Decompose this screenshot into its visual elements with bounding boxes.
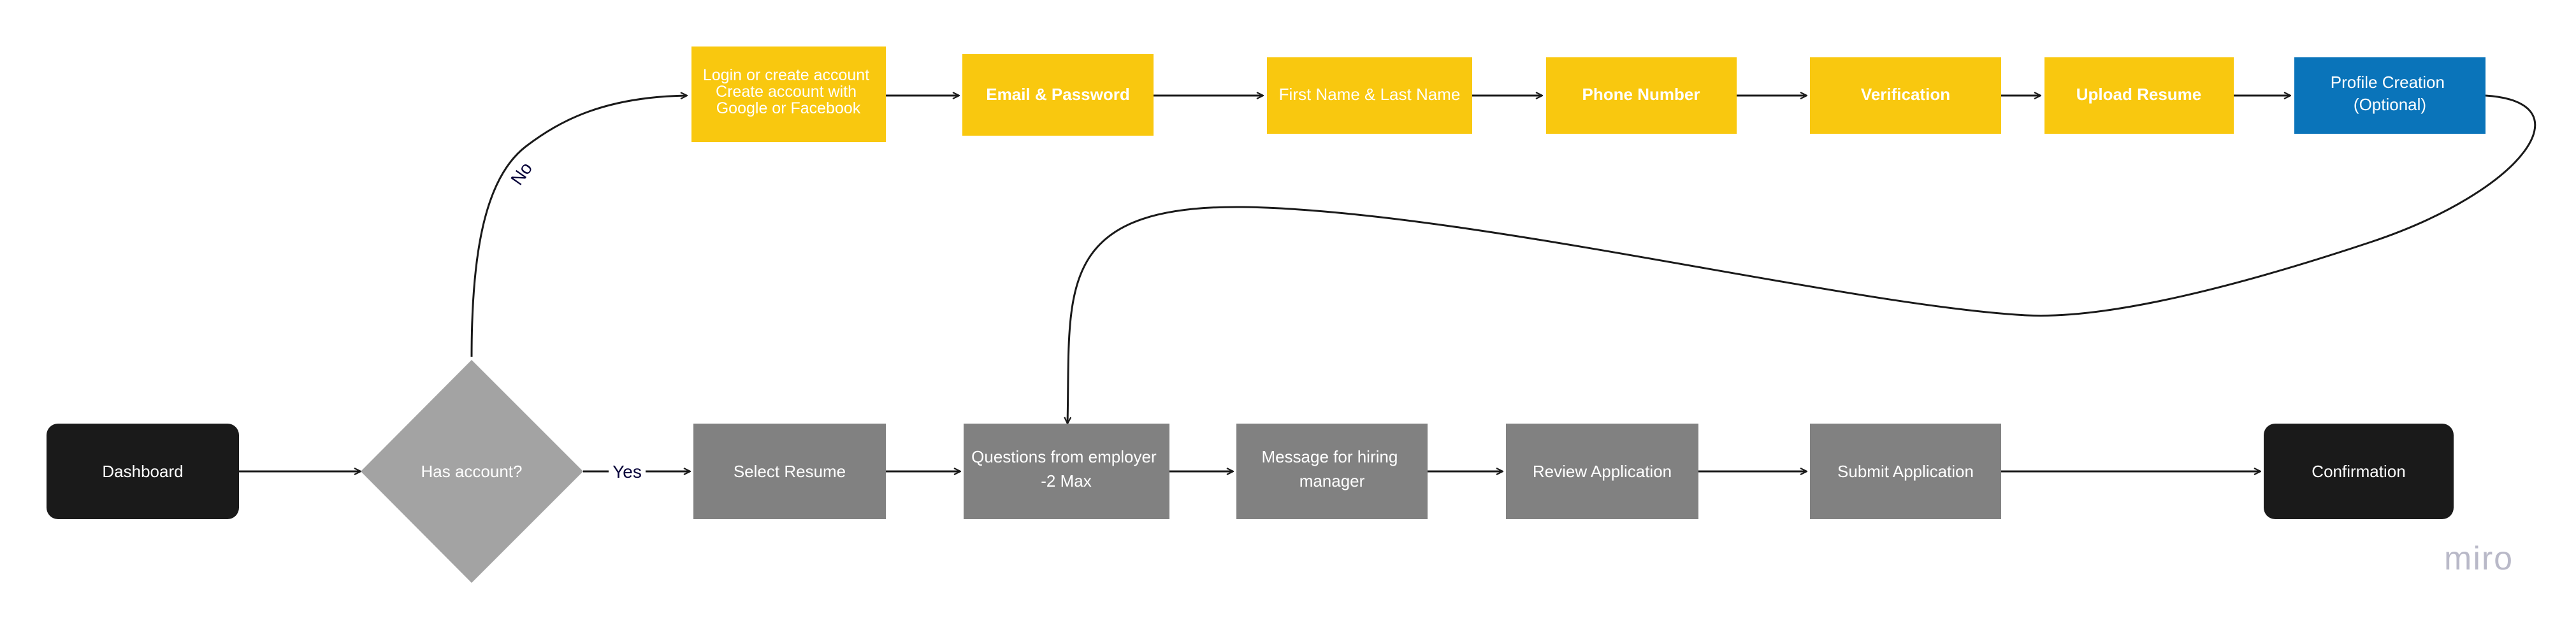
node-review-label: Review Application (1533, 462, 1672, 481)
node-has-account-label: Has account? (421, 462, 523, 481)
node-first-last-name-shape (1267, 57, 1472, 134)
edges (239, 94, 2536, 471)
node-select-resume-label: Select Resume (734, 462, 846, 481)
node-email-password-shape (962, 54, 1154, 136)
edge-profile-to-questions[interactable] (1067, 94, 2536, 424)
edge-label-no: No (507, 159, 536, 189)
node-submit-application[interactable]: Submit Application (1810, 424, 2001, 519)
node-verification-label: Verification (1861, 85, 1950, 104)
node-profile-creation-shape (2294, 57, 2486, 134)
node-dashboard-label: Dashboard (102, 462, 183, 481)
node-phone-number-shape (1546, 57, 1737, 134)
node-phone-number-label: Phone Number (1582, 85, 1700, 104)
node-upload-resume[interactable]: Upload Resume (2044, 57, 2234, 134)
node-has-account-decision[interactable]: Has account? (361, 360, 583, 583)
node-dashboard-shape (47, 424, 239, 519)
node-login-shape (691, 47, 886, 142)
node-message-label: Message for hiring manager (1261, 447, 1402, 490)
node-questions-label: Questions from employer -2 Max (971, 447, 1161, 490)
miro-watermark: miro (2444, 540, 2514, 577)
node-dashboard[interactable]: Dashboard (47, 424, 239, 519)
node-select-resume[interactable]: Select Resume (693, 424, 886, 519)
node-submit-label: Submit Application (1837, 462, 1974, 481)
node-select-resume-shape (693, 424, 886, 519)
node-phone-number[interactable]: Phone Number (1546, 57, 1737, 134)
node-review-application[interactable]: Review Application (1506, 424, 1698, 519)
node-has-account-shape (361, 360, 583, 583)
node-confirmation-label: Confirmation (2312, 462, 2405, 481)
node-login-label: Login or create account Create account w… (703, 66, 874, 117)
edge-decision-no-to-login[interactable] (470, 96, 687, 357)
node-upload-resume-shape (2044, 57, 2234, 134)
node-message-shape (1236, 424, 1428, 519)
node-review-shape (1506, 424, 1698, 519)
node-email-password-label: Email & Password (986, 85, 1129, 104)
node-login[interactable]: Login or create account Create account w… (691, 47, 886, 142)
node-verification[interactable]: Verification (1810, 57, 2001, 134)
node-upload-resume-label: Upload Resume (2076, 85, 2202, 104)
node-questions-from-employer[interactable]: Questions from employer -2 Max (964, 424, 1169, 519)
node-verification-shape (1810, 57, 2001, 134)
node-first-last-name[interactable]: First Name & Last Name (1267, 57, 1472, 134)
node-confirmation-shape (2264, 424, 2454, 519)
node-message-hiring-manager[interactable]: Message for hiring manager (1236, 424, 1428, 519)
node-profile-creation[interactable]: Profile Creation (Optional) (2294, 57, 2486, 134)
node-questions-shape (964, 424, 1169, 519)
node-profile-creation-label: Profile Creation (Optional) (2331, 73, 2449, 114)
edge-label-yes: Yes (612, 462, 642, 482)
node-submit-shape (1810, 424, 2001, 519)
node-first-last-name-label: First Name & Last Name (1279, 85, 1461, 104)
node-email-password[interactable]: Email & Password (962, 54, 1154, 136)
node-confirmation[interactable]: Confirmation (2264, 424, 2454, 519)
